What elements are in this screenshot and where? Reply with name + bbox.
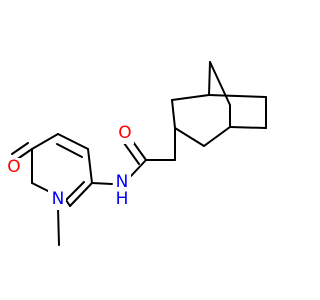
bond (87, 148, 93, 184)
ring-nitrogen-label: N (52, 189, 65, 209)
bond (208, 94, 267, 98)
label-background (6, 158, 22, 178)
bond (31, 133, 59, 150)
ring-oxygen-label: O (7, 157, 20, 177)
bond (209, 61, 231, 106)
bond (69, 182, 93, 207)
bond (57, 133, 89, 150)
bond (171, 99, 176, 129)
amide-hydrogen-label: H (116, 189, 129, 209)
label-background (48, 190, 66, 210)
norbornane-ring (171, 61, 267, 147)
atom-labels: O N H O N (6, 123, 134, 210)
n-methyl-bond (57, 207, 60, 246)
bond (64, 181, 85, 202)
carbonyl-bond (123, 142, 140, 165)
molecule-structure: O N H O N (6, 61, 267, 246)
bond (130, 159, 147, 177)
bond (56, 143, 83, 158)
bond (203, 126, 231, 147)
label-background (113, 173, 131, 203)
bond (174, 127, 205, 147)
bond (171, 94, 210, 101)
ring-carbonyl-bond (11, 142, 29, 155)
label-background (116, 124, 134, 144)
pyridinone-ring (11, 133, 93, 246)
bond (91, 182, 113, 185)
amide-nitrogen-label: N (116, 172, 129, 192)
acetamide-chain (91, 127, 176, 185)
bond (208, 61, 211, 96)
amide-oxygen-label: O (118, 123, 131, 143)
bond (229, 126, 267, 129)
bond (65, 199, 71, 207)
